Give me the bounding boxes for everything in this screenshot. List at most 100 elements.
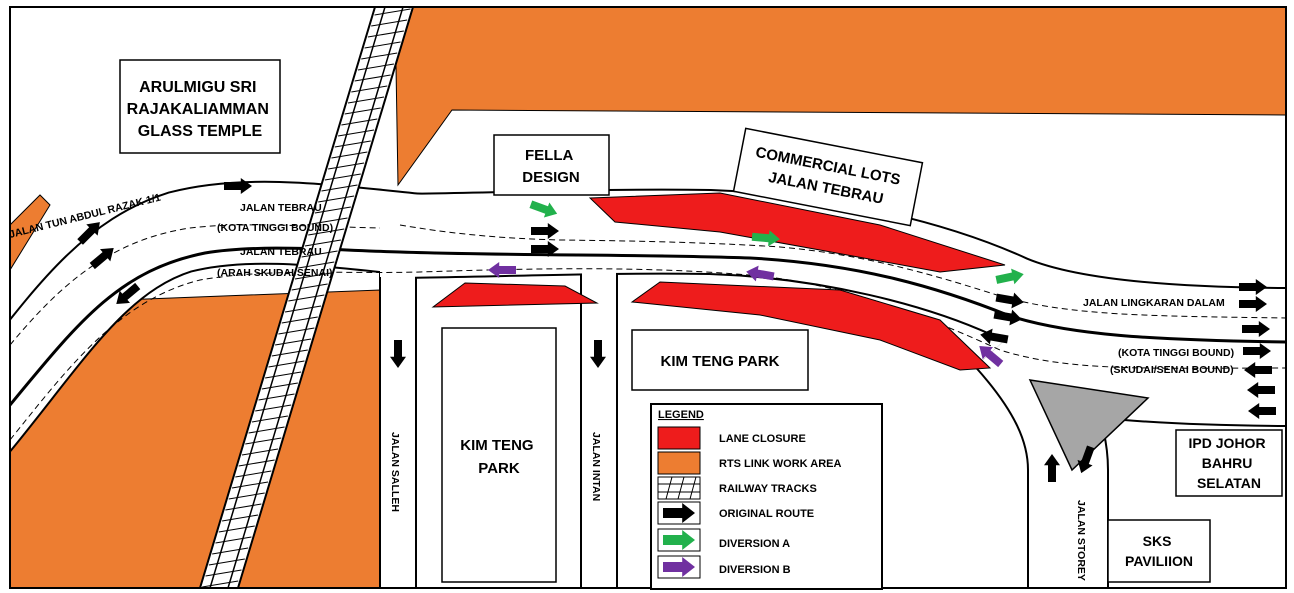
railway-tie (202, 580, 239, 588)
black-arrow-icon (1242, 321, 1270, 337)
svg-text:FELLA DESIGN: FELLA DESIGN (522, 147, 580, 186)
road-label-tebrau-2-dir: (ARAH SKUDAI/SENAI) (217, 267, 333, 279)
road-medians (10, 246, 1286, 406)
railway-tie (241, 448, 279, 456)
road-label-tebrau-2: JALAN TEBRAU (240, 246, 322, 258)
black-arrow-icon (995, 292, 1024, 309)
railway-tie (331, 151, 368, 159)
railway-tie (334, 140, 371, 148)
railway-tie (354, 74, 391, 82)
railway-tie (268, 360, 305, 368)
railway-tie (291, 283, 328, 291)
kim-teng-park-right-text: KIM TENG PARK (661, 353, 780, 370)
railway-tie (205, 569, 242, 577)
temple-label: ARULMIGU SRI RAJAKALIAMMAN GLASS TEMPLE (119, 59, 281, 154)
railway-tie (278, 327, 315, 335)
black-arrow-icon (89, 248, 114, 270)
ipd-line-2: BAHRU (1202, 455, 1253, 471)
railway-tie (212, 547, 249, 555)
railway-tie (261, 382, 298, 390)
railway-tie (328, 162, 365, 170)
temple-line-1: ARULMIGU SRI (139, 79, 256, 96)
median-island (1028, 379, 1150, 472)
lane-closure-intan (630, 281, 992, 371)
fella-line-1: FELLA (525, 147, 573, 164)
black-arrow-icon (531, 241, 559, 257)
temple-line-2: RAJAKALIAMMAN (127, 101, 269, 118)
road-label-storey: JALAN STOREY (1075, 500, 1087, 581)
railway-tie (341, 118, 378, 126)
green-arrow-icon (529, 200, 558, 218)
black-arrow-icon (993, 309, 1022, 326)
green-arrow-icon (663, 530, 695, 550)
kim-teng-left-line-1: KIM TENG (460, 437, 533, 454)
road-label-lingkaran-dalam: JALAN LINGKARAN DALAM (1083, 297, 1225, 309)
purple-arrow-icon (488, 262, 516, 278)
black-arrow-icon (1044, 454, 1060, 482)
direction-arrows (77, 178, 1276, 482)
railway-tie (367, 30, 404, 38)
road-label-skudai-senai-bound: (SKUDAI/SENAI BOUND) (1110, 364, 1234, 376)
road-label-tebrau-1: JALAN TEBRAU (240, 202, 322, 214)
purple-arrow-icon (663, 557, 695, 577)
svg-text:ARULMIGU SRI RAJAKALIAMM: ARULMIGU SRI RAJAKALIAMMAN GLASS TEMPLE (127, 79, 274, 140)
lane-closures (431, 192, 1006, 371)
black-arrow-icon (1239, 279, 1267, 295)
ipd-label: IPD JOHOR BAHRU SELATAN (1175, 429, 1283, 497)
railway-tie (357, 63, 395, 71)
legend-title: LEGEND (658, 409, 704, 421)
railway-tie (347, 96, 385, 104)
railway-tie (275, 338, 312, 346)
kim-teng-park-right-label: KIM TENG PARK (631, 329, 809, 391)
railway-tie (351, 85, 388, 93)
railway-tie (284, 305, 322, 313)
sks-line-2: PAVILIION (1125, 553, 1193, 569)
black-arrow-icon (1244, 362, 1272, 378)
legend-label-railway: RAILWAY TRACKS (719, 483, 817, 495)
ipd-line-3: SELATAN (1197, 475, 1261, 491)
fella-design-label: FELLA DESIGN (493, 134, 610, 196)
ipd-line-1: IPD JOHOR (1189, 435, 1266, 451)
railway-tie (311, 217, 348, 225)
black-arrow-icon (224, 178, 252, 194)
sks-label: SKS PAVILIION (1107, 519, 1211, 583)
railway-tie (364, 41, 401, 49)
railway-tie (288, 294, 325, 302)
purple-arrow-icon (979, 346, 1004, 368)
lane-closure-swatch (657, 426, 701, 450)
black-arrow-icon (1248, 403, 1276, 419)
railway-tie (255, 404, 292, 412)
green-arrow-icon (995, 268, 1024, 285)
railway-tie (271, 349, 308, 357)
railway-tie (228, 492, 265, 500)
legend-label-original-route: ORIGINAL ROUTE (719, 508, 814, 520)
black-arrow-icon (77, 222, 100, 245)
temple-line-3: GLASS TEMPLE (138, 123, 263, 140)
railway-tie (298, 261, 335, 269)
railway-tie (235, 470, 272, 478)
commercial-lots-label: COMMERCIAL LOTS JALAN TEBRAU (732, 127, 924, 227)
railway-tracks-swatch (657, 476, 701, 500)
black-arrow-icon (663, 503, 695, 523)
work-area-top (394, 7, 1286, 187)
railway-tie (304, 239, 341, 247)
black-arrow-icon (390, 340, 406, 368)
railway-tie (231, 481, 269, 489)
railway-tie (245, 437, 282, 445)
black-arrow-icon (980, 328, 1009, 345)
legend-label-diversion-b: DIVERSION B (719, 564, 791, 576)
svg-text:IPD JOHOR BAHRU SE: IPD JOHOR BAHRU SELATAN (1189, 435, 1270, 491)
railway-tie (215, 536, 252, 544)
kim-teng-left-line-2: PARK (478, 460, 520, 477)
black-arrow-icon (1239, 296, 1267, 312)
black-arrow-icon (116, 282, 141, 304)
legend-label-diversion-a: DIVERSION A (719, 538, 790, 550)
railway-tie (225, 503, 262, 511)
railway-tie (265, 371, 302, 379)
lane-dashes (10, 224, 1286, 441)
railway-tie (248, 426, 285, 434)
black-arrow-icon (1077, 445, 1095, 474)
railway-tie (371, 19, 408, 27)
railway-tie (374, 8, 411, 16)
